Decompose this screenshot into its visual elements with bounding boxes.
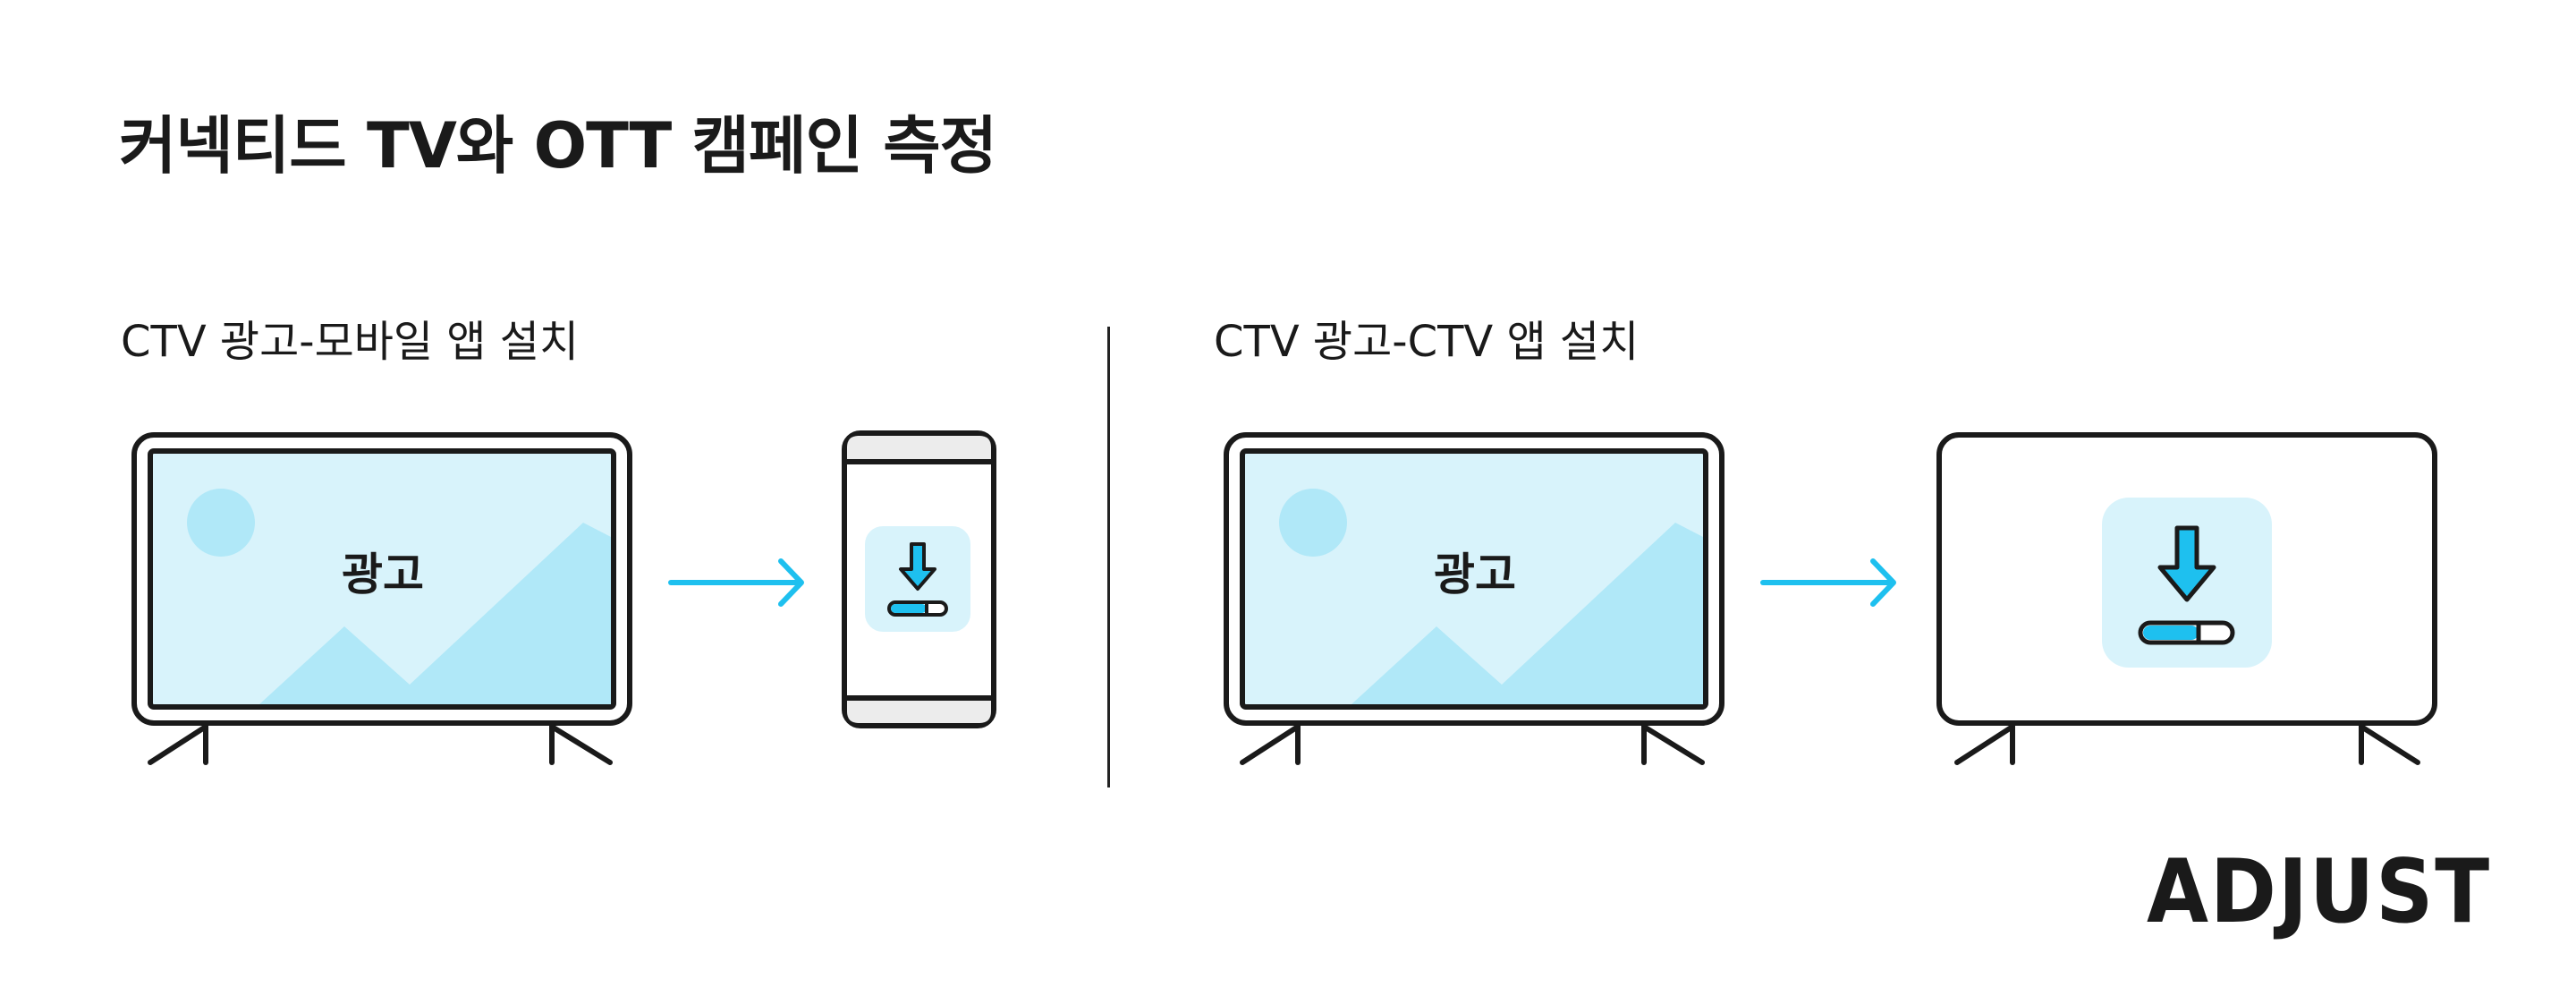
sun-icon [1279, 489, 1347, 557]
section-divider [1107, 327, 1110, 787]
tv-icon: 광고 [1224, 432, 1724, 765]
adjust-logo: ADJUST [2147, 841, 2491, 940]
tv-icon: 광고 [131, 432, 632, 765]
arrow-right-icon [668, 558, 804, 607]
arrow-right-icon [1760, 558, 1896, 607]
progress-bar-icon [887, 600, 948, 617]
section-label-mobile: CTV 광고-모바일 앱 설치 [121, 317, 580, 367]
download-icon [899, 542, 936, 591]
phone-icon [842, 430, 996, 728]
mountain-icon [1352, 523, 1703, 704]
page-title: 커넥티드 TV와 OTT 캠페인 측정 [119, 109, 997, 183]
tv-icon [1936, 432, 2437, 765]
tv-stand [148, 722, 613, 765]
sun-icon [187, 489, 255, 557]
download-icon [2157, 525, 2216, 602]
ad-label: 광고 [342, 549, 424, 600]
tv-stand [1240, 722, 1705, 765]
mountain-icon [259, 523, 611, 704]
section-label-ctv: CTV 광고-CTV 앱 설치 [1214, 317, 1640, 367]
logo-text: ADJUST [2147, 841, 2491, 940]
ad-label: 광고 [1434, 549, 1516, 600]
progress-bar-icon [2138, 620, 2235, 645]
tv-stand [1954, 722, 2420, 765]
